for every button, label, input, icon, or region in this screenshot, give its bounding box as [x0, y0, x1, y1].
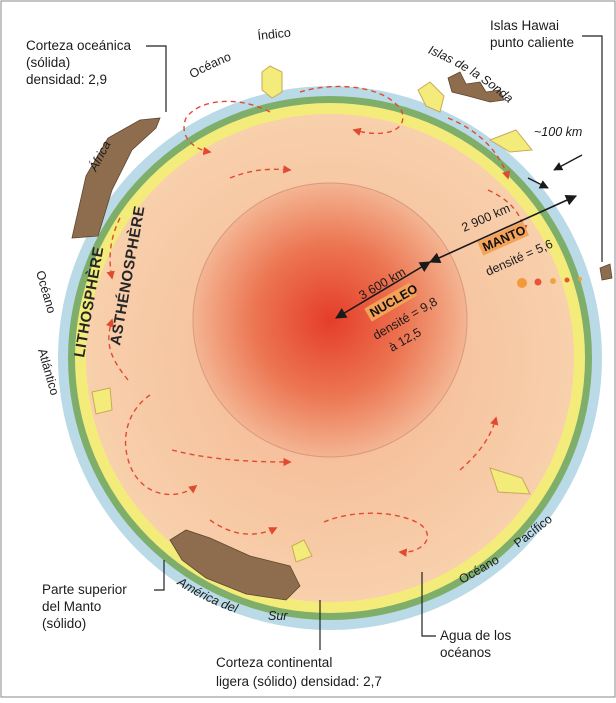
atlantic-ocean-label-1: Océano: [33, 269, 59, 315]
continental-crust-label: Corteza continental ligera (sólido) dens…: [216, 655, 382, 689]
oceanic-crust-label: Corteza oceánica (sólida) densidad: 2,9: [26, 38, 135, 87]
hawaii-label: Islas Hawai punto caliente: [490, 18, 574, 50]
core-radius-arrow: [335, 261, 431, 319]
continents: [71, 71, 613, 601]
ocean-water-label: Agua de los océanos: [440, 628, 515, 660]
thickness-100km-label: ~100 km: [534, 125, 582, 139]
upper-mantle-label: Parte superior del Manto (sólido): [42, 582, 131, 631]
atlantic-ocean-label-2: Atlántico: [35, 347, 62, 397]
core: [192, 182, 468, 458]
sunda-islands-landmass: [447, 71, 505, 103]
south-america-label-2: Sur: [268, 609, 288, 623]
mantle-label-bg: [477, 221, 530, 256]
ocean-indian-label-1: Océano: [187, 50, 233, 82]
ocean-indian-label-2: Índico: [257, 25, 292, 43]
thickness-100km-marker: [527, 154, 583, 189]
hawaii-island: [599, 263, 613, 281]
south-america-landmass: [169, 529, 301, 601]
plate-boundaries: [91, 65, 533, 563]
mantle-thickness-arrow: [428, 195, 578, 263]
africa-landmass: [71, 117, 161, 239]
leader-lines: [146, 35, 603, 650]
core-label-bg: [364, 282, 417, 322]
hotspot-plume: [517, 277, 582, 288]
